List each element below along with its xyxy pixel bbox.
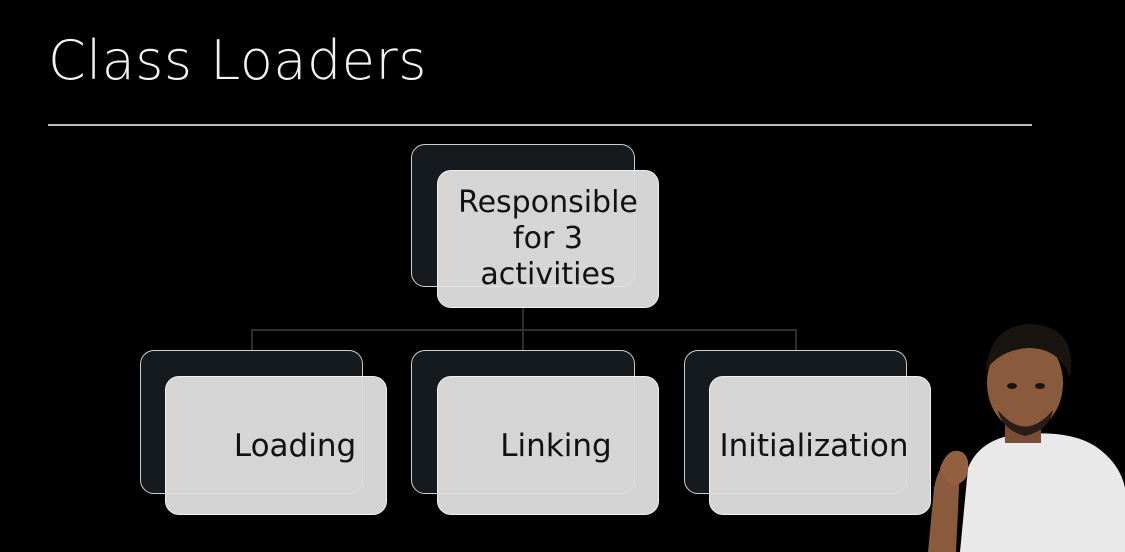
child-label-loading: Loading: [233, 427, 357, 464]
child-node-front: Linking: [437, 376, 659, 515]
root-line-3: activities: [480, 257, 616, 292]
title-divider: [48, 124, 1032, 126]
child-label-linking: Linking: [500, 427, 612, 464]
root-line-1: Responsible: [458, 185, 638, 220]
child-node-front: Initialization: [709, 376, 931, 515]
slide-title: Class Loaders: [48, 29, 427, 92]
child-node-front: Loading: [165, 376, 387, 515]
child-label-initialization: Initialization: [719, 427, 909, 464]
root-node-front: Responsible for 3 activities: [437, 170, 659, 308]
root-line-2: for 3: [513, 221, 583, 256]
presenter-video-overlay: [928, 324, 1125, 552]
